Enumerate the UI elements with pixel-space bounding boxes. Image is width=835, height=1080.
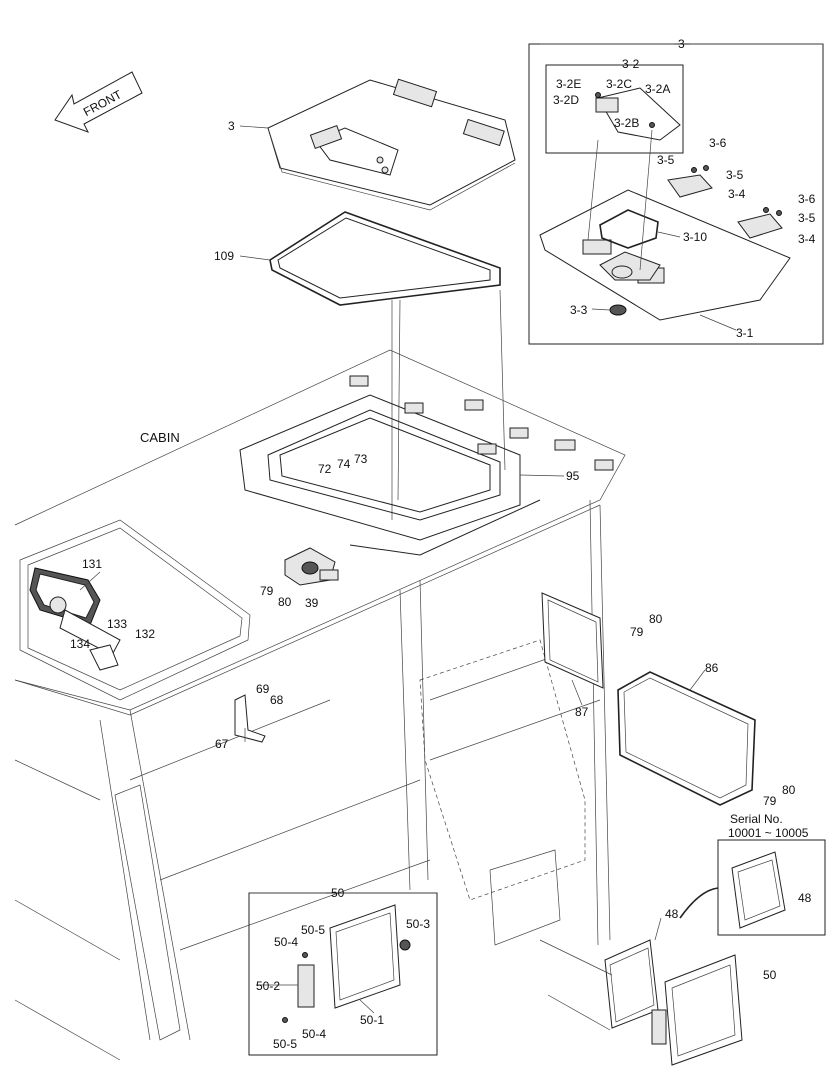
callout-80c: 80 (782, 783, 796, 797)
callout-131: 131 (82, 557, 102, 571)
callout-50-5b: 50-5 (273, 1037, 297, 1051)
serial-label: Serial No. (730, 812, 783, 826)
callout-3-2D: 3-2D (553, 93, 579, 107)
front-direction-arrow: FRONT (54, 71, 143, 133)
callout-80b: 80 (649, 612, 663, 626)
callout-95: 95 (566, 469, 580, 483)
bracket (234, 694, 266, 743)
serial-range: 10001 ~ 10005 (728, 826, 809, 840)
callout-3-2: 3-2 (622, 57, 640, 71)
cabin-structure (14, 349, 626, 1061)
callout-87: 87 (575, 705, 589, 719)
side-panel (541, 592, 604, 689)
callout-50-1: 50-1 (360, 1013, 384, 1027)
callout-3-5a: 3-5 (657, 153, 675, 167)
callout-132: 132 (135, 627, 155, 641)
roof-hatch-cover (267, 78, 516, 211)
cover-detail (282, 904, 411, 1023)
callout-80a: 80 (278, 595, 292, 609)
callout-50-4a: 50-4 (274, 935, 298, 949)
callout-69: 69 (256, 682, 270, 696)
callout-3-box: 3 (678, 37, 685, 51)
callout-3-3: 3-3 (570, 303, 588, 317)
callout-3-2A: 3-2A (645, 82, 670, 96)
callout-3-2B: 3-2B (614, 116, 639, 130)
detail-box-3-2 (545, 64, 684, 154)
hatch-panel-detail (539, 87, 791, 321)
callout-50-3: 50-3 (406, 917, 430, 931)
callout-50: 50 (763, 968, 777, 982)
callout-68: 68 (270, 693, 284, 707)
cabin-label: CABIN (140, 430, 180, 445)
rear-panel (617, 671, 756, 806)
inner-mirror (29, 567, 121, 671)
callout-50-4b: 50-4 (302, 1027, 326, 1041)
air-filter (604, 939, 659, 1029)
callout-3-10: 3-10 (683, 230, 707, 244)
serial-filter (731, 851, 786, 929)
callout-39: 39 (305, 596, 319, 610)
callout-3-5b: 3-5 (726, 168, 744, 182)
callout-3-5c: 3-5 (798, 211, 816, 225)
callout-74: 74 (337, 457, 351, 471)
callout-3-4b: 3-4 (798, 232, 816, 246)
callout-3-1: 3-1 (736, 326, 754, 340)
callout-3-4a: 3-4 (728, 187, 746, 201)
callout-72: 72 (318, 462, 332, 476)
filter-cover (651, 954, 743, 1066)
callout-50-box: 50 (331, 886, 345, 900)
callout-3: 3 (228, 119, 235, 133)
callout-3-6a: 3-6 (709, 136, 727, 150)
callout-133: 133 (107, 617, 127, 631)
callout-79b: 79 (630, 625, 644, 639)
serial-detail-box (717, 839, 826, 936)
dome-light (284, 547, 339, 586)
hatch-seal (269, 211, 501, 306)
callout-48: 48 (665, 907, 679, 921)
callout-79a: 79 (260, 584, 274, 598)
callout-3-2C: 3-2C (606, 77, 632, 91)
callout-3-2E: 3-2E (556, 77, 581, 91)
detail-box-3 (528, 43, 824, 345)
callout-50-2: 50-2 (256, 979, 280, 993)
callout-48-serial: 48 (798, 891, 812, 905)
callout-50-5a: 50-5 (301, 923, 325, 937)
callout-109: 109 (214, 249, 234, 263)
callout-79c: 79 (763, 794, 777, 808)
callout-67: 67 (215, 737, 229, 751)
leader-lines (79, 43, 823, 1014)
callout-134: 134 (70, 637, 90, 651)
callout-73: 73 (354, 452, 368, 466)
callout-3-6b: 3-6 (798, 192, 816, 206)
callout-86: 86 (705, 661, 719, 675)
